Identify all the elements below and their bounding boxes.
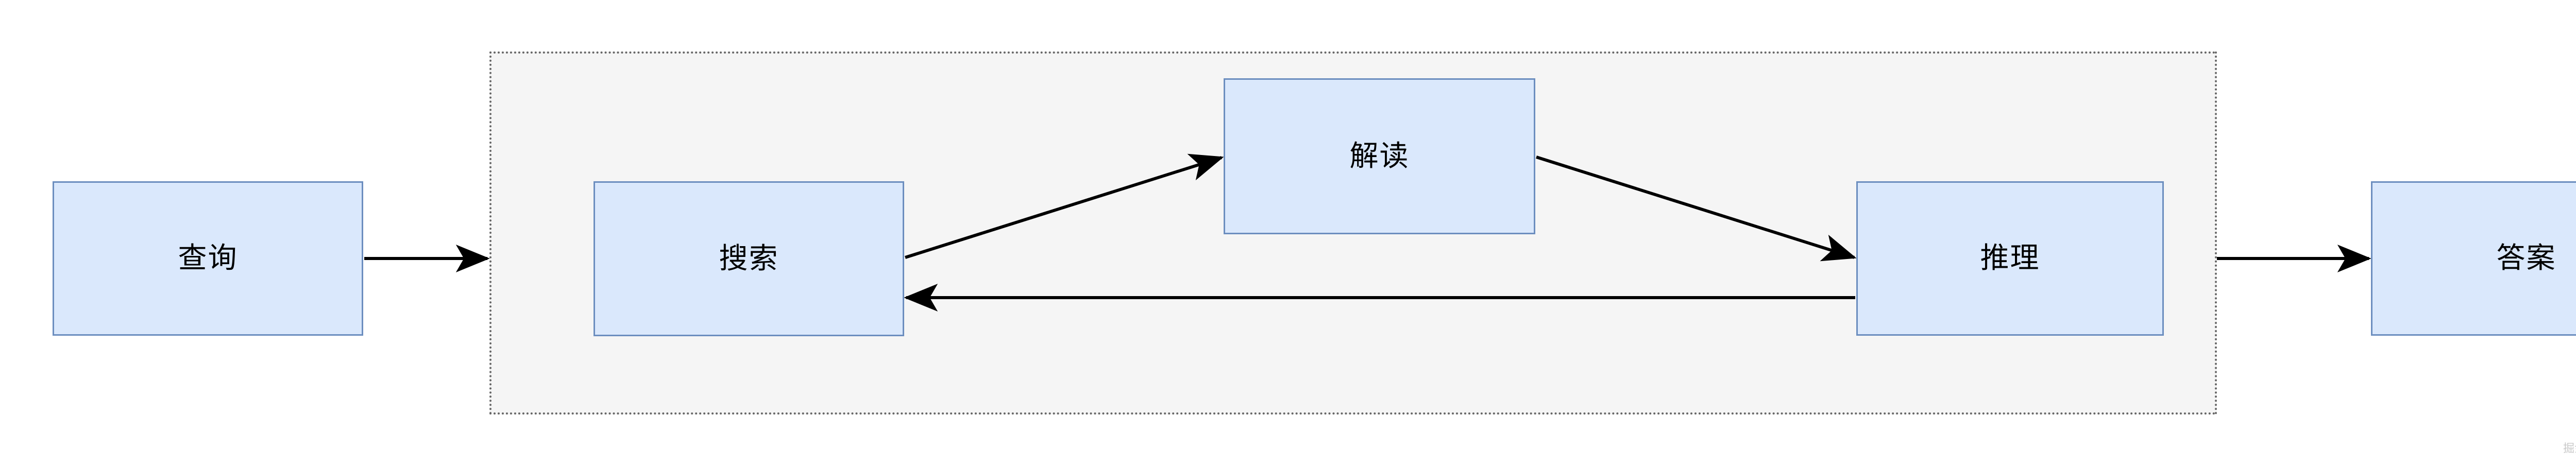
node-read-label: 解读 <box>1349 139 1410 173</box>
node-read[interactable]: 解读 <box>1224 78 1535 234</box>
node-answer[interactable]: 答案 <box>2371 181 2576 336</box>
node-search[interactable]: 搜索 <box>594 181 904 336</box>
node-reason-label: 推理 <box>1980 241 2040 275</box>
node-query[interactable]: 查询 <box>53 181 363 336</box>
node-query-label: 查询 <box>178 241 238 275</box>
node-answer-label: 答案 <box>2496 241 2556 275</box>
node-reason[interactable]: 推理 <box>1856 181 2164 336</box>
node-search-label: 搜索 <box>719 241 779 275</box>
watermark-text: 掘金技术社区 @ 京东云开发者 <box>2563 442 2576 455</box>
